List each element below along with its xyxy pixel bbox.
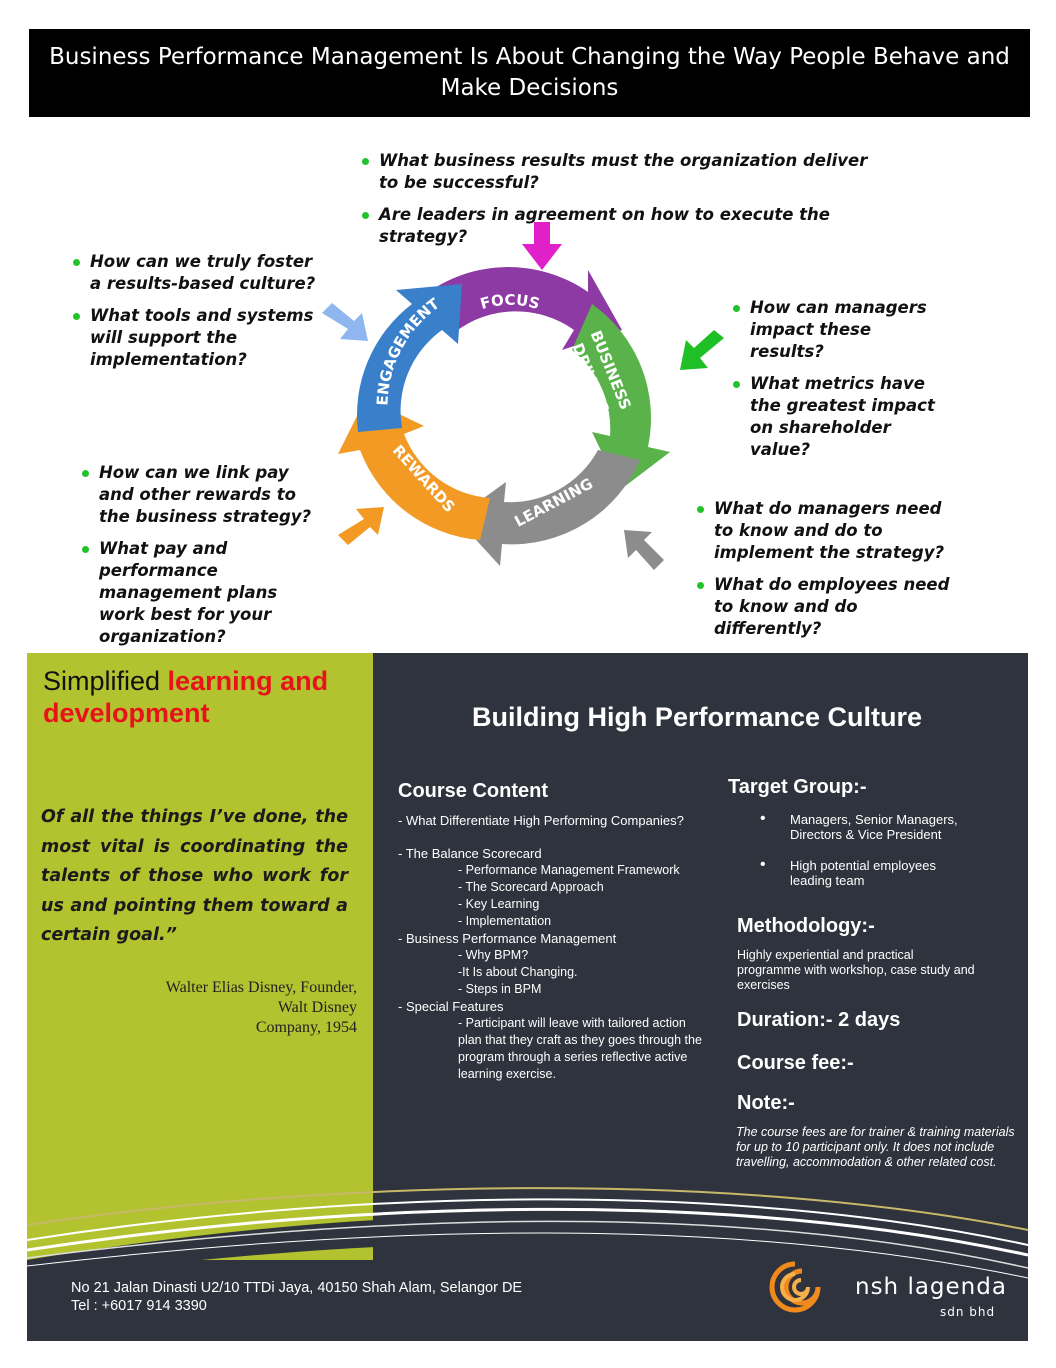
- swoosh-line: [27, 1187, 1028, 1231]
- question: What pay and performance management plan…: [82, 538, 322, 648]
- arrow-left-upper: [322, 303, 368, 341]
- course-content-list: - What Differentiate High Performing Com…: [398, 812, 708, 1083]
- arrow-right-down-icon: [322, 303, 368, 341]
- questions-right-upper: How can managers impact these results? W…: [733, 297, 948, 471]
- course-subitem: - Key Learning: [458, 897, 540, 911]
- course-fee-heading: Course fee:-: [737, 1052, 854, 1074]
- course-subitem: - Implementation: [458, 914, 552, 928]
- arrow-right-upper: [680, 330, 724, 370]
- course-subitem: - Why BPM?: [458, 948, 529, 962]
- footer-contact: No 21 Jalan Dinasti U2/10 TTDi Jaya, 401…: [71, 1279, 522, 1315]
- arrow-left-down-icon: [680, 330, 724, 370]
- page-header: Business Performance Management Is About…: [29, 29, 1030, 117]
- target-item: Managers, Senior Managers, Directors & V…: [760, 811, 980, 842]
- question: Are leaders in agreement on how to execu…: [362, 204, 882, 248]
- arrow-right-lower: [624, 530, 664, 570]
- segment-learning: [456, 450, 640, 566]
- arrow-top: [522, 222, 562, 270]
- simplified-text: Simplified: [43, 666, 168, 696]
- course-title: Building High Performance Culture: [471, 702, 923, 732]
- simplified-heading: Simplified learning and development: [43, 665, 363, 729]
- target-group-list: Managers, Senior Managers, Directors & V…: [760, 811, 980, 904]
- footer-tel: Tel : +6017 914 3390: [71, 1298, 207, 1314]
- course-item: - Special Features: [398, 999, 504, 1014]
- course-subitem: - Participant will leave with tailored a…: [458, 1016, 702, 1081]
- questions-right-lower: What do managers need to know and do to …: [697, 498, 959, 650]
- segment-drivers: [572, 304, 670, 490]
- question: What business results must the organizat…: [362, 150, 882, 194]
- course-subitem: -It Is about Changing.: [458, 965, 578, 979]
- target-item: High potential employees leading team: [760, 857, 980, 888]
- footer-address: No 21 Jalan Dinasti U2/10 TTDi Jaya, 401…: [71, 1280, 523, 1296]
- disney-quote: Of all the things I’ve done, the most vi…: [41, 807, 348, 945]
- brand-sub: sdn bhd: [940, 1305, 996, 1319]
- note-heading: Note:-: [737, 1092, 795, 1114]
- question: How can we truly foster a results-based …: [73, 251, 318, 295]
- question: How can managers impact these results?: [733, 297, 948, 363]
- learning-development-text: learning and development: [43, 666, 329, 728]
- course-item: - What Differentiate High Performing Com…: [398, 813, 684, 828]
- arrow-left-lower: [338, 507, 384, 545]
- course-subitem: - The Scorecard Approach: [458, 880, 604, 894]
- swoosh-line: [27, 1198, 1028, 1246]
- attribution-line: Walt Disney: [277, 999, 357, 1016]
- swoosh-line: [27, 1232, 1028, 1279]
- question: How can we link pay and other rewards to…: [82, 462, 322, 528]
- decorative-swoosh: [27, 1187, 1028, 1341]
- nsh-logo-icon: [769, 1261, 821, 1313]
- arrow-down-icon: [522, 222, 562, 270]
- target-group-heading: Target Group:-: [728, 776, 867, 798]
- question: What do employees need to know and do di…: [697, 574, 959, 640]
- attribution-line: Walter Elias Disney, Founder,: [165, 979, 357, 996]
- course-item: - Business Performance Management: [398, 931, 617, 946]
- course-subitem: - Steps in BPM: [458, 982, 542, 996]
- course-item: - The Balance Scorecard: [398, 846, 542, 861]
- segment-rewards: [338, 398, 490, 540]
- questions-left-lower: How can we link pay and other rewards to…: [82, 462, 322, 658]
- segment-engagement: [356, 284, 462, 432]
- arrow-right-up-icon: [338, 507, 384, 545]
- methodology-text: Highly experiential and practical progra…: [737, 948, 975, 992]
- course-content-heading: Course Content: [398, 780, 548, 802]
- footer-band: [27, 1260, 1028, 1341]
- duration-text: Duration:- 2 days: [737, 1009, 901, 1031]
- header-line-2: Make Decisions: [440, 75, 619, 101]
- swoosh-line: [27, 1207, 1028, 1257]
- segment-focus: [418, 267, 622, 350]
- quote-attribution: Walter Elias Disney, Founder, Walt Disne…: [120, 978, 357, 1038]
- questions-left-upper: How can we truly foster a results-based …: [73, 251, 318, 381]
- course-subitem: - Performance Management Framework: [458, 863, 680, 877]
- note-text: The course fees are for trainer & traini…: [736, 1125, 1015, 1169]
- bpm-cycle-diagram: FOCUS ENGAGEMENT BUSINESS DRIVERS LEARNI…: [338, 267, 670, 566]
- question: What tools and systems will support the …: [73, 305, 318, 371]
- questions-top: What business results must the organizat…: [362, 150, 882, 258]
- attribution-line: Company, 1954: [255, 1019, 357, 1036]
- logo-swirl: [769, 1261, 821, 1313]
- question: What metrics have the greatest impact on…: [733, 373, 948, 461]
- arrow-up-left-icon: [624, 530, 664, 570]
- swoosh-line: [27, 1220, 1028, 1269]
- label-focus: FOCUS: [478, 291, 541, 313]
- brand-name: nsh lagenda: [855, 1274, 1007, 1300]
- logo-swirl: [780, 1272, 810, 1302]
- header-line-1: Business Performance Management Is About…: [49, 44, 1010, 70]
- methodology-heading: Methodology:-: [737, 915, 875, 937]
- question: What do managers need to know and do to …: [697, 498, 959, 564]
